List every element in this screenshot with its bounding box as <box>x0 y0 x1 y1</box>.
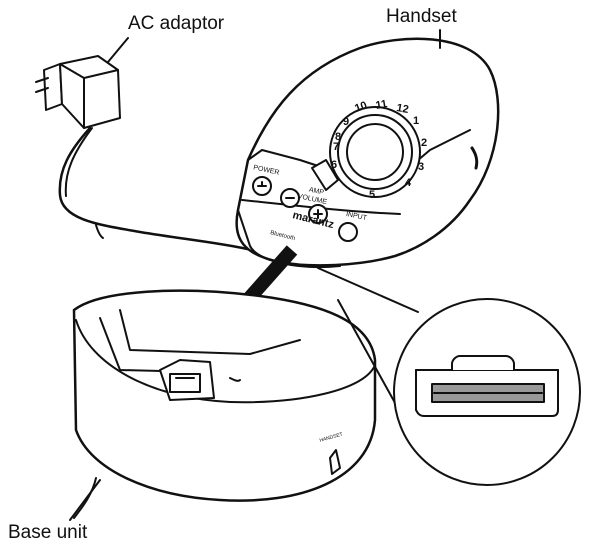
dial-number-10: 10 <box>353 99 369 114</box>
detail-magnifier <box>317 267 581 486</box>
dial-number-6: 6 <box>331 159 337 171</box>
handset <box>235 37 500 269</box>
ac-adaptor <box>35 55 292 264</box>
amp-label: AMP <box>308 187 325 197</box>
dial-numbers: 10 11 12 1 2 3 4 5 6 7 8 9 <box>331 98 427 201</box>
dial-number-1: 1 <box>413 115 419 127</box>
dial-number-7: 7 <box>333 141 339 153</box>
handset-label: Handset <box>386 6 457 27</box>
ac-adaptor-label: AC adaptor <box>128 13 225 34</box>
dial-number-8: 8 <box>335 131 341 143</box>
dial-number-3: 3 <box>418 161 424 173</box>
dial-number-5: 5 <box>369 189 375 201</box>
dial-number-12: 12 <box>395 102 409 116</box>
base-unit <box>72 289 377 519</box>
base-unit-label: Base unit <box>8 522 88 543</box>
dial-number-9: 9 <box>343 116 349 128</box>
bluetooth-label: Bluetooth <box>270 230 296 242</box>
input-label: INPUT <box>345 211 368 222</box>
dial-number-4: 4 <box>405 177 412 189</box>
dial-number-2: 2 <box>421 137 427 149</box>
dial-number-11: 11 <box>375 98 389 112</box>
